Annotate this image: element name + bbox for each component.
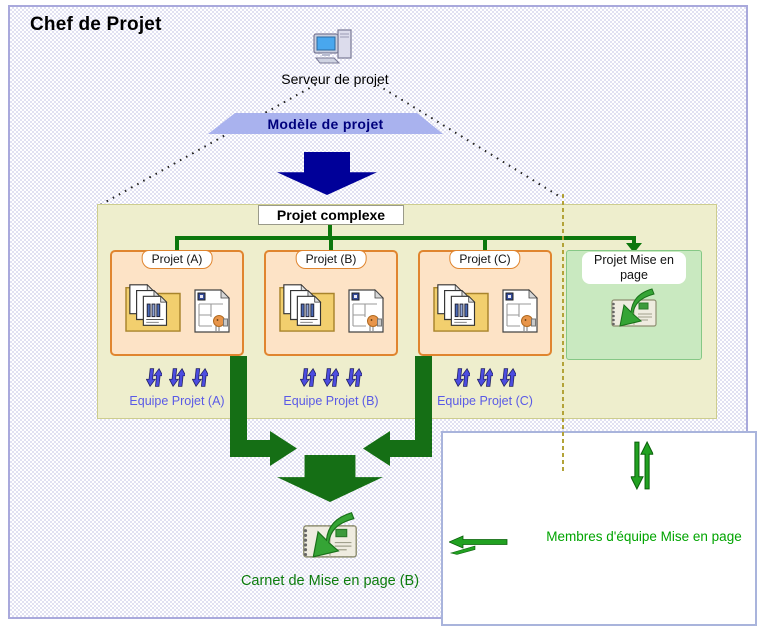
- merge-arrow-c-vertical: [415, 356, 432, 457]
- layout-project-column: Projet Mise en page: [566, 250, 702, 360]
- sync-arrows-icon: [146, 365, 162, 390]
- tree-stub-c: [483, 236, 487, 250]
- project-c-tab: Projet (C): [449, 250, 521, 269]
- merge-arrow-a-vertical: [230, 356, 247, 457]
- sync-arrows-icon: [300, 365, 316, 390]
- layout-book-icon: [299, 511, 361, 567]
- tree-horizontal-line: [175, 236, 636, 240]
- project-c-column: Projet (C) Equipe Projet (C): [418, 250, 552, 408]
- project-a-tab: Projet (A): [141, 250, 213, 269]
- team-b-label: Equipe Projet (B): [283, 394, 379, 408]
- layout-reference-dashed-line: [562, 194, 564, 474]
- tree-stub-layout: [632, 236, 636, 244]
- sync-arrows-icon: [323, 365, 339, 390]
- sync-arrows-icon: [169, 365, 185, 390]
- project-c-sync-row: [418, 365, 552, 391]
- team-a-label: Equipe Projet (A): [129, 394, 225, 408]
- folder-documents-icon: [124, 279, 182, 333]
- merge-arrow-a-horizontal: [230, 440, 272, 457]
- sync-arrows-icon: [192, 365, 208, 390]
- document-person-icon: [348, 289, 384, 333]
- document-person-icon: [194, 289, 230, 333]
- project-b-box: Projet (B): [264, 250, 398, 356]
- document-person-icon: [502, 289, 538, 333]
- team-c-label: Equipe Projet (C): [437, 394, 533, 408]
- tree-arrowhead-layout: [626, 243, 642, 253]
- layout-members-panel: Membres d'équipe Mise en page: [441, 431, 757, 626]
- sync-arrows-icon: [500, 365, 516, 390]
- project-c-box: Projet (C): [418, 250, 552, 356]
- sync-arrows-icon: [477, 365, 493, 390]
- project-template-banner: Modèle de projet: [208, 113, 443, 134]
- folder-documents-icon: [278, 279, 336, 333]
- folder-documents-icon: [432, 279, 490, 333]
- layout-book-label: Carnet de Mise en page (B): [240, 573, 420, 589]
- tree-stub-a: [175, 236, 179, 250]
- layout-project-label: Projet Mise en page: [582, 252, 686, 284]
- send-receive-vertical-icon: [630, 438, 654, 493]
- project-b-sync-row: [264, 365, 398, 391]
- project-a-sync-row: [110, 365, 244, 391]
- sync-arrows-icon: [454, 365, 470, 390]
- page-title: Chef de Projet: [30, 14, 162, 35]
- layout-book-icon: [608, 288, 660, 334]
- server-label: Serveur de projet: [281, 71, 389, 87]
- project-a-box: Projet (A): [110, 250, 244, 356]
- sync-arrows-icon: [346, 365, 362, 390]
- tree-root-stub: [328, 225, 332, 238]
- project-a-column: Projet (A) Equipe Projet (A): [110, 250, 244, 408]
- project-b-column: Projet (B) Equipe Projet (B): [264, 250, 398, 408]
- layout-team-members-label: Membres d'équipe Mise en page: [546, 529, 742, 544]
- project-b-tab: Projet (B): [295, 250, 367, 269]
- layout-project-box: Projet Mise en page: [566, 250, 702, 360]
- complex-project-label: Projet complexe: [258, 205, 404, 225]
- computer-icon: [312, 28, 356, 66]
- merge-arrow-c-horizontal: [390, 440, 432, 457]
- tree-stub-b: [329, 236, 333, 250]
- send-receive-horizontal-icon: [449, 535, 511, 555]
